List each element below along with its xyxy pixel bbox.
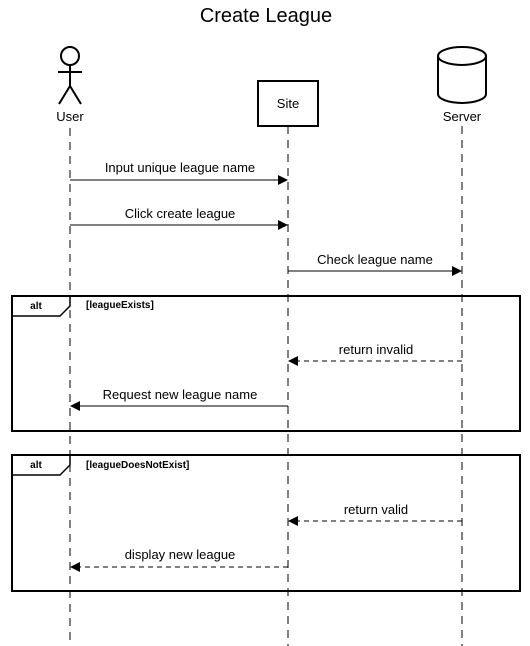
fragment-guard: [leagueExists] [86, 300, 154, 311]
participant-site-box [257, 80, 319, 127]
message-label: Check league name [317, 252, 433, 267]
fragment-operator-tab [12, 454, 71, 476]
message-label: display new league [125, 547, 236, 562]
fragment-alt-league-does-not-exist: alt [leagueDoesNotExist] [11, 454, 521, 592]
message-request-new-league-name: Request new league name [70, 387, 288, 411]
message-label: Input unique league name [105, 160, 255, 175]
fragment-operator-tab [12, 295, 71, 317]
actor-icon [58, 46, 82, 105]
participant-user-label: User [56, 109, 84, 124]
fragment-frame [11, 295, 521, 432]
fragment-alt-league-exists: alt [leagueExists] [11, 295, 521, 432]
fragment-frame [11, 454, 521, 592]
message-click-create-league: Click create league [70, 206, 288, 230]
participant-server-label: Server [443, 109, 482, 124]
message-label: Click create league [125, 206, 236, 221]
participant-server: Server [437, 46, 487, 124]
participant-site: Site [257, 80, 319, 127]
participant-site-label: Site [277, 96, 299, 111]
diagram-title: Create League [200, 5, 332, 27]
message-check-league-name: Check league name [288, 252, 462, 276]
message-label: return invalid [339, 342, 413, 357]
database-icon [437, 46, 487, 104]
message-return-valid: return valid [288, 502, 462, 526]
message-label: Request new league name [103, 387, 258, 402]
message-display-new-league: display new league [70, 547, 288, 572]
message-label: return valid [344, 502, 408, 517]
message-return-invalid: return invalid [288, 342, 462, 366]
fragment-guard: [leagueDoesNotExist] [86, 460, 189, 471]
message-input-unique-league-name: Input unique league name [70, 160, 288, 185]
fragment-operator: alt [30, 301, 42, 312]
participant-user: User [56, 46, 84, 124]
fragment-operator: alt [30, 460, 42, 471]
